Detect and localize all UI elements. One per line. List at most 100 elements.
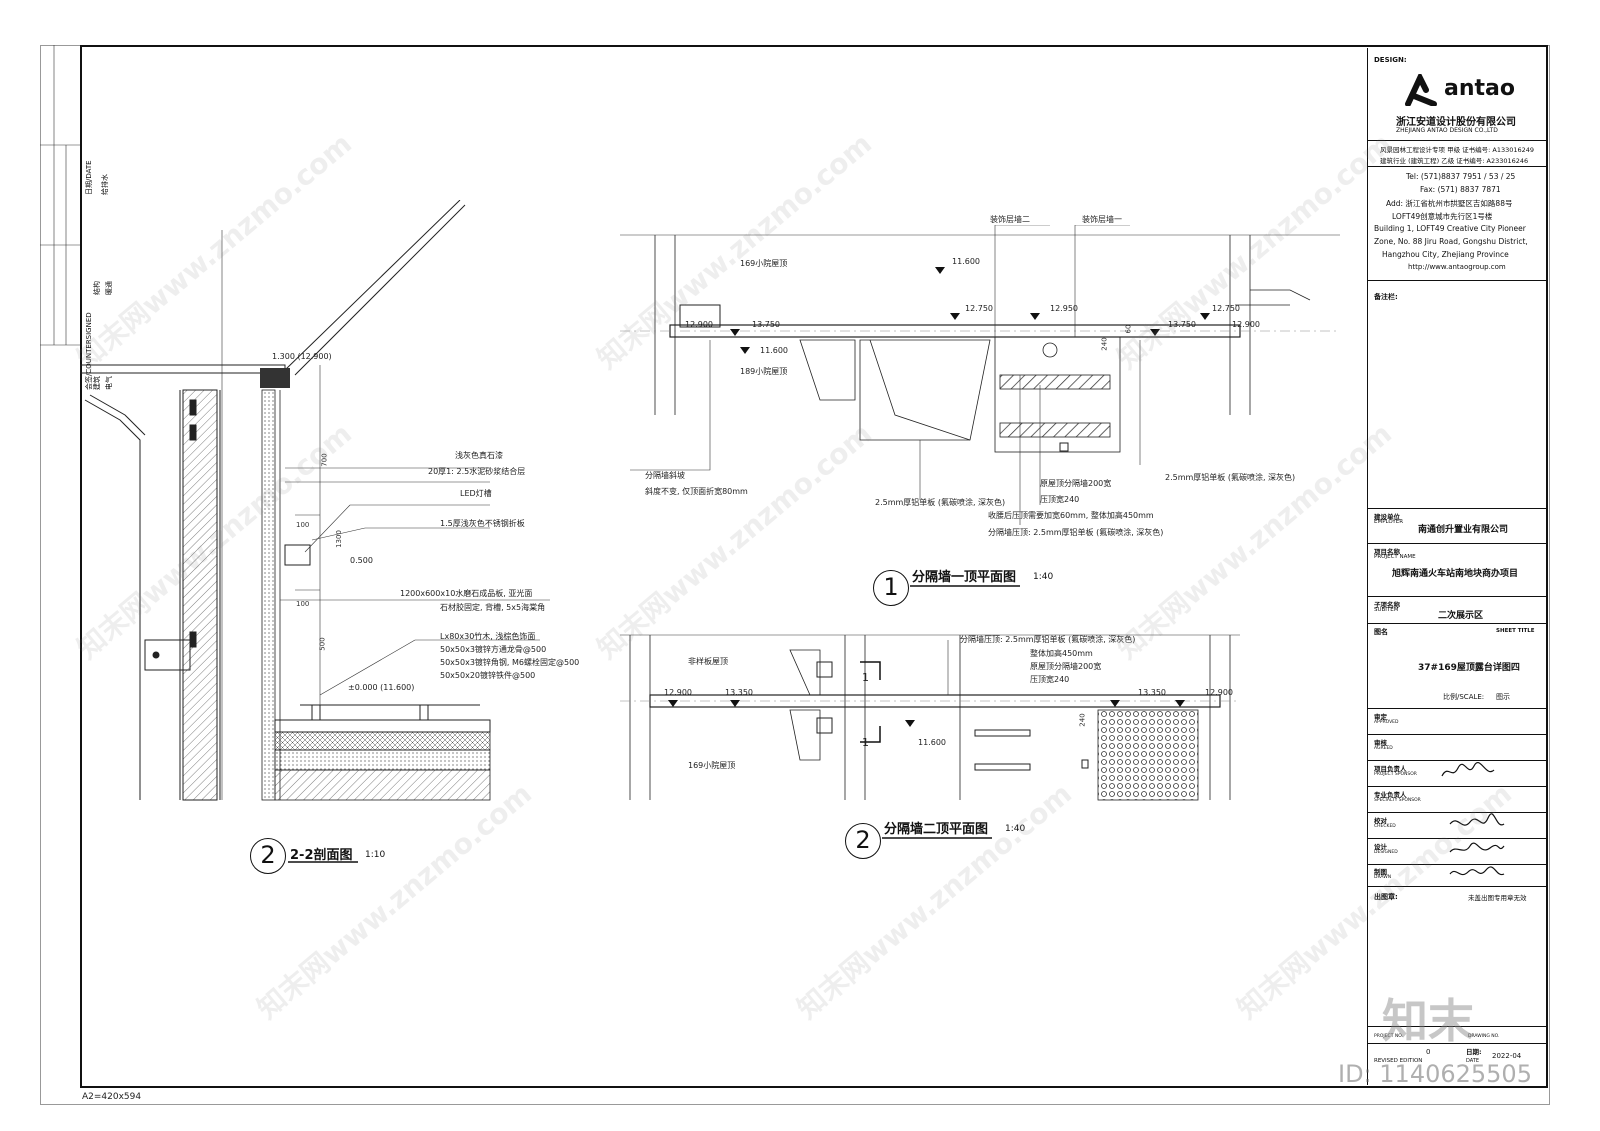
plan-2-number-bubble: 2 bbox=[845, 823, 881, 859]
p2-e11600: 11.600 bbox=[918, 738, 946, 747]
tb-specialty: 专业负责人 bbox=[1374, 791, 1407, 799]
tb-employer-label: 建设单位 bbox=[1374, 513, 1400, 521]
tb-brand: antao bbox=[1444, 76, 1515, 101]
tb-approved-en: APPROVED bbox=[1374, 720, 1399, 725]
tb-scale-value: 图示 bbox=[1496, 693, 1510, 701]
tb-design-label: DESIGN: bbox=[1374, 56, 1407, 64]
p1-e13750a: 13.750 bbox=[752, 320, 780, 329]
sponsor-signature bbox=[1441, 762, 1495, 777]
tb-remarks: 备注栏: bbox=[1374, 293, 1398, 301]
tb-checked-en: CHECKED bbox=[1374, 824, 1396, 829]
s22-a6: 石材胶固定, 背槽, 5x5海棠角 bbox=[440, 603, 546, 612]
p1-e11600a: 11.600 bbox=[952, 257, 980, 266]
plan-2-underline bbox=[882, 837, 992, 839]
p2-cap240: 压顶宽240 bbox=[1030, 675, 1070, 684]
tb-addr-en2: Zone, No. 88 Jiru Road, Gongshu District… bbox=[1374, 237, 1528, 246]
s22-dim-1300: 1300 bbox=[334, 530, 343, 548]
s22-dim-500: 500 bbox=[318, 637, 327, 651]
tb-revised: 0 bbox=[1426, 1048, 1431, 1056]
tb-addr-cn2: LOFT49创意城市先行区1号楼 bbox=[1392, 212, 1493, 221]
plan-1-underline bbox=[910, 585, 1020, 587]
tb-designed-en: DESIGNED bbox=[1374, 850, 1398, 855]
s22-a9: 50x50x3镀锌角钢, M6螺栓固定@500 bbox=[440, 658, 580, 667]
p1-cap-wall: 分隔墙压顶: 2.5mm厚铝单板 (氟碳喷涂, 深灰色) bbox=[988, 528, 1164, 537]
s22-a3: LED灯槽 bbox=[460, 489, 492, 498]
plan-1-drawing bbox=[620, 225, 1340, 525]
p1-cap240: 压顶宽240 bbox=[1040, 495, 1080, 504]
p2-e12900b: 12.900 bbox=[1205, 688, 1233, 697]
tb-subitem: 二次展示区 bbox=[1438, 611, 1484, 621]
s22-dim-100a: 100 bbox=[296, 521, 310, 529]
p2-roof-other: 非样板屋顶 bbox=[688, 657, 728, 666]
section-22-drawing bbox=[80, 200, 550, 801]
tb-cert1: 风景园林工程设计专项 甲级 证书编号: A133016249 bbox=[1380, 146, 1535, 154]
drawing-frame bbox=[80, 45, 1548, 1088]
designer-signature bbox=[1449, 842, 1505, 853]
p1-decor2: 装饰层墙二 bbox=[990, 215, 1030, 224]
tb-approved: 审定 bbox=[1374, 713, 1387, 721]
p1-raise60: 收腰后压顶需要加宽60mm, 整体加高450mm bbox=[988, 511, 1154, 520]
s22-a8: 50x50x3镀锌方通龙骨@500 bbox=[440, 645, 547, 654]
tb-addr-en3: Hangzhou City, Zhejiang Province bbox=[1382, 250, 1509, 259]
tb-drawn-en: DRAWN bbox=[1374, 875, 1392, 880]
section-22-title: 2-2剖面图 bbox=[290, 848, 353, 863]
sheet-size: A2=420x594 bbox=[82, 1092, 142, 1102]
p2-e13350b: 13.350 bbox=[1138, 688, 1166, 697]
p2-width200: 原屋顶分隔墙200宽 bbox=[1030, 662, 1102, 671]
s22-elev-0: ±0.000 (11.600) bbox=[348, 683, 415, 692]
tb-agreed: 审核 bbox=[1374, 739, 1387, 747]
p1-d240: 240 bbox=[1100, 337, 1109, 351]
tb-revised-en: REVISED EDITION bbox=[1374, 1058, 1423, 1064]
p1-width200: 原屋顶分隔墙200宽 bbox=[1040, 479, 1112, 488]
tb-sponsor: 项目负责人 bbox=[1374, 765, 1407, 773]
s22-a10: 50x50x20镀锌铁件@500 bbox=[440, 671, 536, 680]
tb-project-label: 项目名称 bbox=[1374, 548, 1400, 556]
tb-cert2: 建筑行业 (建筑工程) 乙级 证书编号: A233016246 bbox=[1380, 157, 1529, 165]
tb-date-en: DATE bbox=[1466, 1058, 1480, 1064]
tb-subitem-label: 子项名称 bbox=[1374, 601, 1400, 609]
s22-top-elev: 1.300 (12.900) bbox=[272, 352, 332, 361]
p2-roof169: 169小院屋顶 bbox=[688, 761, 736, 770]
tb-addr-cn1: Add: 浙江省杭州市拱墅区吉如路88号 bbox=[1386, 199, 1513, 208]
s22-dim-100b: 100 bbox=[296, 600, 310, 608]
tb-project-en: PROJECT NAME bbox=[1374, 554, 1416, 560]
p1-decor1: 装饰层墙一 bbox=[1082, 215, 1122, 224]
section-22-scale: 1:10 bbox=[365, 850, 386, 860]
plan-2-title: 分隔墙二顶平面图 bbox=[884, 822, 989, 837]
tb-project-no-en: PROJECT NO. bbox=[1374, 1034, 1404, 1039]
tb-sponsor-en: PROJECT SPONSOR bbox=[1374, 772, 1417, 777]
p2-sec-mark-a: 1 bbox=[862, 671, 869, 684]
watermark-logo: 知末 bbox=[1382, 994, 1474, 1048]
revision-strip-lines bbox=[40, 45, 80, 346]
p2-e12900a: 12.900 bbox=[664, 688, 692, 697]
tb-specialty-en: SPECIALTY SPONSOR bbox=[1374, 798, 1421, 803]
p1-plate2: 2.5mm厚铝单板 (氟碳喷涂, 深灰色) bbox=[1165, 473, 1296, 482]
section-22-underline bbox=[288, 861, 358, 863]
tb-project: 旭辉南通火车站南地块商办项目 bbox=[1392, 569, 1519, 579]
plan-1-number-bubble: 1 bbox=[873, 570, 909, 606]
plan-2-drawing bbox=[620, 634, 1240, 801]
p2-cap-wall: 分隔墙压顶: 2.5mm厚铝单板 (氟碳喷涂, 深灰色) bbox=[960, 635, 1136, 644]
p1-e12750b: 12.750 bbox=[1212, 304, 1240, 313]
tb-date: 2022-04 bbox=[1492, 1052, 1522, 1060]
tb-fax: Fax: (571) 8837 7871 bbox=[1420, 185, 1501, 194]
p2-e13350a: 13.350 bbox=[725, 688, 753, 697]
tb-drawing-no-en: DRAWING NO. bbox=[1468, 1034, 1500, 1039]
p1-plate1: 2.5mm厚铝单板 (氟碳喷涂, 深灰色) bbox=[875, 498, 1006, 507]
tb-company-en: ZHEJIANG ANTAO DESIGN CO.,LTD bbox=[1396, 127, 1498, 134]
s22-a7: Lx80x30竹木, 浅棕色饰面 bbox=[440, 632, 536, 641]
tb-agreed-en: AGREED bbox=[1374, 746, 1393, 751]
title-block: DESIGN: antao 浙江安道设计股份有限公司 ZHEJIANG ANTA… bbox=[1367, 48, 1546, 1085]
antao-logo-icon bbox=[1405, 74, 1437, 106]
p1-wall-slope: 分隔墙斜坡 bbox=[645, 471, 685, 480]
tb-stamp-note: 未盖出图专用章无效 bbox=[1468, 894, 1527, 902]
tb-date-label: 日期: bbox=[1466, 1048, 1482, 1056]
s22-elev-0500: 0.500 bbox=[350, 556, 373, 565]
tb-addr-en1: Building 1, LOFT49 Creative City Pioneer bbox=[1374, 224, 1526, 233]
tb-company-cn: 浙江安道设计股份有限公司 bbox=[1396, 117, 1516, 128]
drafter-signature bbox=[1449, 866, 1505, 876]
checker-signature bbox=[1449, 813, 1505, 826]
plan-1-scale: 1:40 bbox=[1033, 572, 1054, 582]
section-22-number-bubble: 2 bbox=[250, 838, 286, 874]
tb-designed: 设计 bbox=[1374, 843, 1387, 851]
